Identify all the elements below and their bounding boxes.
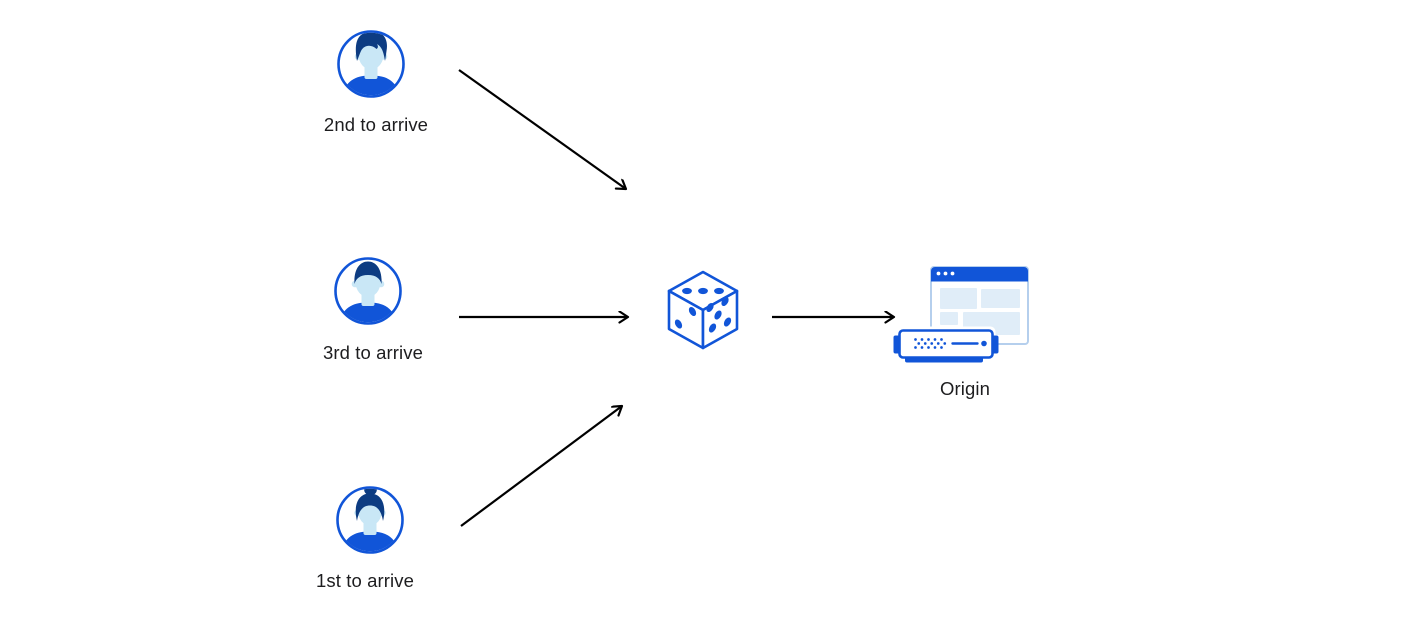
origin-icon <box>893 266 1029 363</box>
label-origin: Origin <box>940 378 990 399</box>
server-indicator-light <box>981 340 987 347</box>
male-avatar-icon <box>337 30 405 98</box>
arrow-visitor-top-to-dice <box>458 69 626 189</box>
label-visitor-middle: 3rd to arrive <box>322 342 424 363</box>
server-icon <box>893 326 999 363</box>
dice-icon <box>667 270 739 350</box>
label-visitor-bottom: 1st to arrive <box>316 570 414 591</box>
label-visitor-top: 2nd to arrive <box>323 114 429 135</box>
arrow-visitor-bottom-to-dice <box>460 406 622 527</box>
server-vent-dots <box>914 338 947 349</box>
female-avatar-icon <box>336 486 404 554</box>
male-avatar-icon <box>334 257 402 325</box>
